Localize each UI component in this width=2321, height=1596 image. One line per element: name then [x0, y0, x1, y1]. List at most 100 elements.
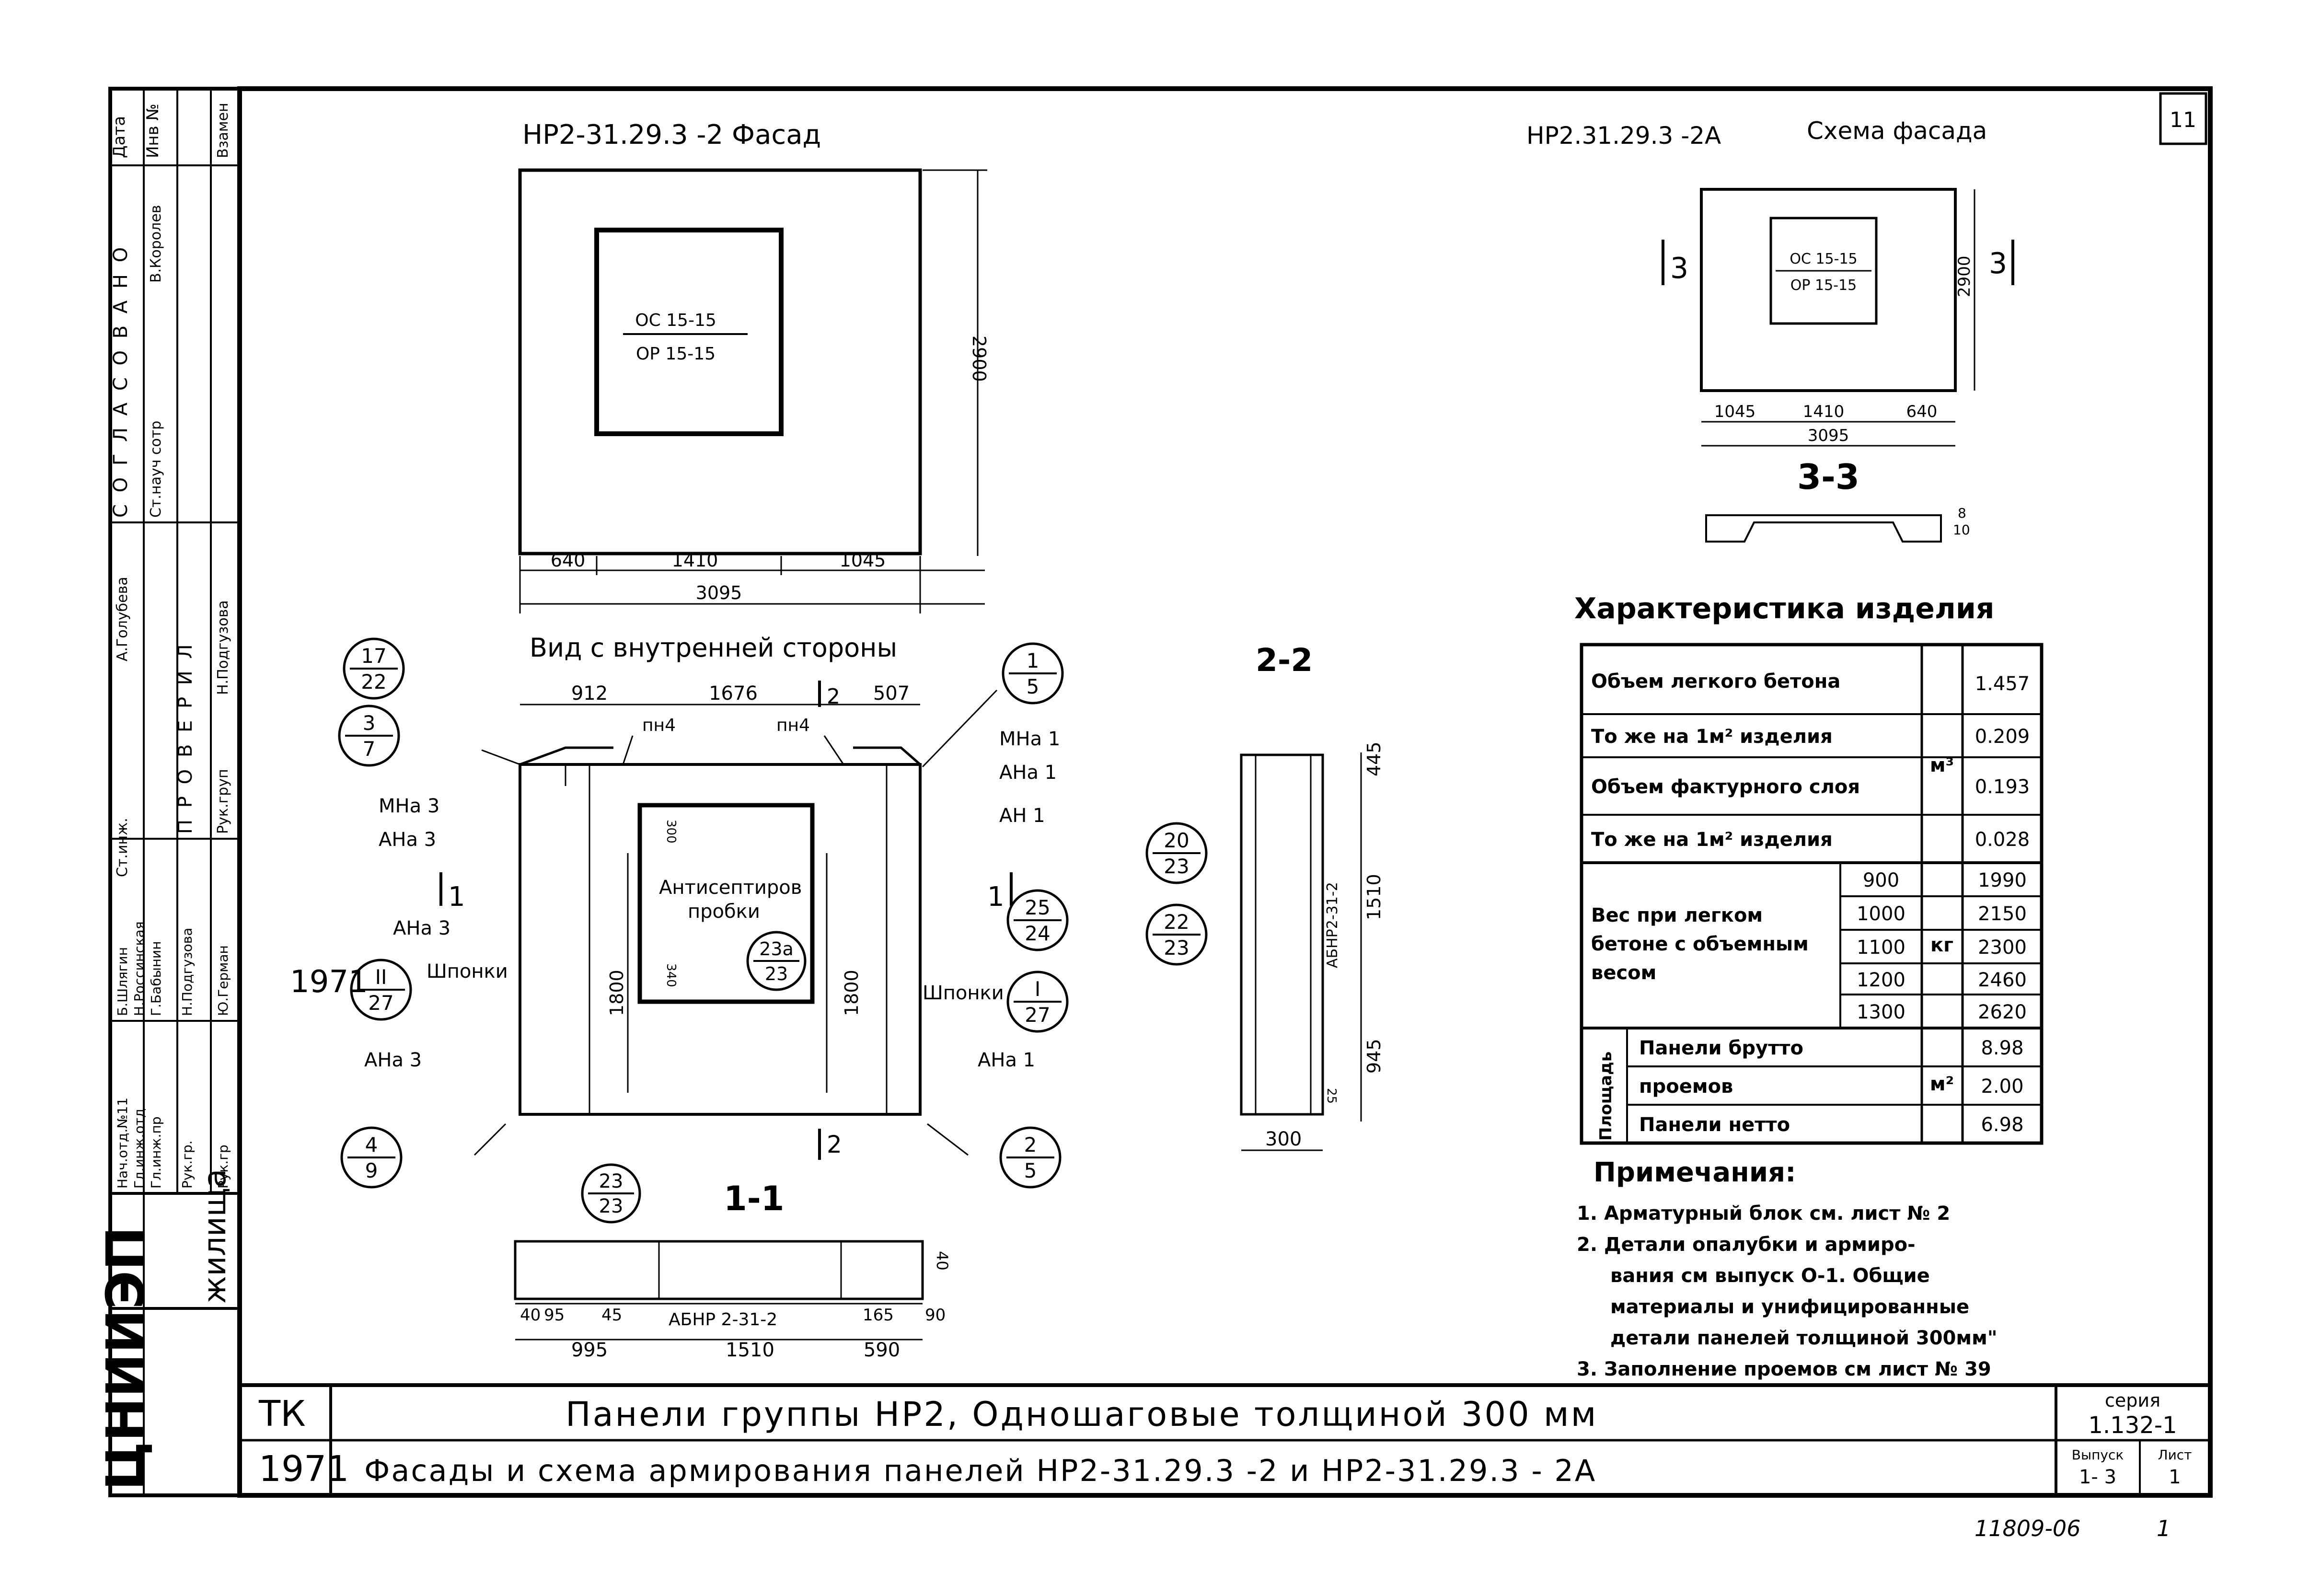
char-row-label: Объем легкого бетона — [1591, 671, 1840, 693]
area-label: Площадь — [1596, 1052, 1616, 1141]
facade-dim: 1410 — [672, 550, 718, 571]
svg-text:I: I — [1035, 977, 1040, 1001]
section-22-dim: 445 — [1363, 741, 1385, 776]
footer-code: 11809-06 — [1975, 1515, 2080, 1541]
weight-value: 2620 — [1978, 1001, 2027, 1023]
stamp-checked-title: П Р О В Е Р И Л — [174, 641, 196, 834]
stamp-staff-role: Гл.инж.отд — [131, 1109, 147, 1189]
cut-mark: 2 — [827, 1131, 842, 1158]
svg-text:23: 23 — [1164, 936, 1189, 960]
inner-panel — [519, 763, 922, 1116]
svg-text:2: 2 — [1024, 1133, 1037, 1157]
char-row-label: То же на 1м² изделия — [1591, 829, 1833, 851]
area-row-value: 2.00 — [1981, 1076, 2023, 1098]
note-line: детали панелей толщиной 300мм" — [1610, 1327, 1998, 1349]
svg-text:II: II — [375, 965, 387, 989]
cut-mark: 1 — [448, 881, 465, 913]
callout: 3 7 — [338, 705, 400, 767]
section-11-small-dim: 165 — [863, 1306, 894, 1325]
stamp-checked-role: Рук.груп — [215, 769, 231, 834]
svg-text:23: 23 — [765, 963, 788, 984]
inner-dim: 507 — [873, 682, 910, 705]
scheme-section-dim: 10 — [1953, 522, 1970, 538]
section-11-small-dim: 95 — [544, 1306, 565, 1325]
area-row-value: 8.98 — [1981, 1037, 2023, 1059]
svg-text:23: 23 — [1164, 855, 1189, 878]
sheet-label: Лист — [2158, 1447, 2192, 1463]
stamp-role: Ст.инж. — [114, 818, 131, 877]
scheme-cut-right: 3 — [1989, 247, 2007, 280]
section-11-small-dim: 45 — [601, 1306, 622, 1325]
anchor-label: АНа 3 — [379, 829, 436, 851]
callout: 20 23 — [1145, 822, 1208, 884]
area-row-label: Панели нетто — [1639, 1114, 1790, 1136]
stamp-label-inv: Инв № — [143, 104, 162, 158]
weight-value: 2300 — [1978, 937, 2027, 959]
callout: I 27 — [1006, 971, 1069, 1033]
section-22-dim: 1510 — [1363, 874, 1385, 920]
svg-text:27: 27 — [368, 991, 393, 1015]
svg-text:3: 3 — [363, 711, 376, 735]
scheme-dim: 1410 — [1803, 402, 1845, 421]
weight-density: 1100 — [1857, 937, 1905, 959]
scheme-title: НР2.31.29.3 -2А — [1526, 122, 1721, 150]
weight-unit: кг — [1930, 934, 1953, 956]
notes-title: Примечания: — [1594, 1157, 1796, 1188]
stamp-staff-name: Г.Бабынин — [148, 941, 164, 1016]
left-stamp: Дата Инв № Взамен С О Г Л А С О В А Н О … — [95, 87, 242, 1497]
char-volume-unit: м³ — [1930, 754, 1954, 776]
char-row-value: 0.193 — [1975, 776, 2030, 798]
section-11-small-dim: 90 — [925, 1306, 946, 1325]
area-row-label: проемов — [1639, 1076, 1733, 1098]
org-logo: ЦНИИЭП — [95, 1226, 156, 1491]
section-11-height: 40 — [933, 1251, 951, 1271]
anchor-label: АН 1 — [999, 805, 1045, 827]
weight-value: 2150 — [1978, 903, 2027, 925]
section-22-label: 2-2 — [1256, 642, 1313, 679]
scheme-drawing: НР2.31.29.3 -2А Схема фасада ОС 15-15 ОР… — [1526, 117, 2014, 543]
anchor-label: АНа 3 — [364, 1049, 422, 1071]
section-22-small-dim: 25 — [1324, 1088, 1339, 1104]
area-row-label: Панели брутто — [1639, 1037, 1803, 1059]
scheme-window-bottom: ОР 15-15 — [1790, 277, 1857, 294]
char-row-label: То же на 1м² изделия — [1591, 726, 1833, 748]
issue-label: Выпуск — [2072, 1447, 2124, 1463]
stamp-staff-role: Рук.гр — [215, 1145, 231, 1189]
section-22-width: 300 — [1265, 1128, 1302, 1150]
sheet-number: 11 — [2170, 108, 2196, 132]
section-11-dim: 995 — [571, 1339, 608, 1361]
anchor-label: МНа 3 — [379, 795, 439, 817]
svg-text:7: 7 — [363, 737, 376, 761]
scheme-subtitle: Схема фасада — [1807, 117, 1987, 145]
svg-text:23: 23 — [599, 1195, 624, 1217]
weight-density: 1300 — [1857, 1001, 1905, 1023]
char-row-value: 0.209 — [1975, 726, 2030, 748]
anchor-label: АНа 1 — [978, 1049, 1035, 1071]
svg-text:22: 22 — [1164, 910, 1189, 934]
scheme-window — [1769, 217, 1878, 325]
facade-dim-height: 2900 — [969, 335, 990, 382]
stamp-agreed-title: С О Г Л А С О В А Н О — [110, 244, 132, 518]
svg-text:22: 22 — [361, 670, 386, 694]
facade-panel — [518, 168, 922, 555]
section-2-2: 2-2 445 1510 945 АБНР2-31-2 300 25 — [1240, 642, 1385, 1151]
characteristics-table: Характеристика изделия Объем легкого бет… — [1574, 592, 2044, 1145]
inner-dim-small: 300 — [664, 820, 678, 844]
svg-text:5: 5 — [1024, 1159, 1037, 1182]
section-22-dim: 945 — [1363, 1039, 1385, 1074]
weight-value: 2460 — [1978, 969, 2027, 991]
sheet-value: 1 — [2169, 1466, 2181, 1488]
inner-dim-right: 1800 — [841, 970, 862, 1016]
title-line-2: Фасады и схема армирования панелей НР2-3… — [364, 1453, 1596, 1488]
scheme-dim-height: 2900 — [1955, 255, 1974, 297]
svg-text:4: 4 — [365, 1133, 378, 1157]
section-11-label: 1-1 — [724, 1179, 784, 1218]
anchor-label: МНа 1 — [999, 728, 1060, 750]
footer-mark: 1 — [2157, 1515, 2171, 1541]
section-11-block: АБНР 2-31-2 — [669, 1310, 777, 1330]
stamp-agreed-name: В.Королев — [148, 205, 164, 283]
notes: Примечания: 1. Арматурный блок см. лист … — [1577, 1157, 1998, 1380]
facade-window-bottom: ОР 15-15 — [636, 344, 716, 364]
char-row-value: 1.457 — [1975, 673, 2030, 695]
dowels-label: Шпонки — [923, 982, 1004, 1004]
